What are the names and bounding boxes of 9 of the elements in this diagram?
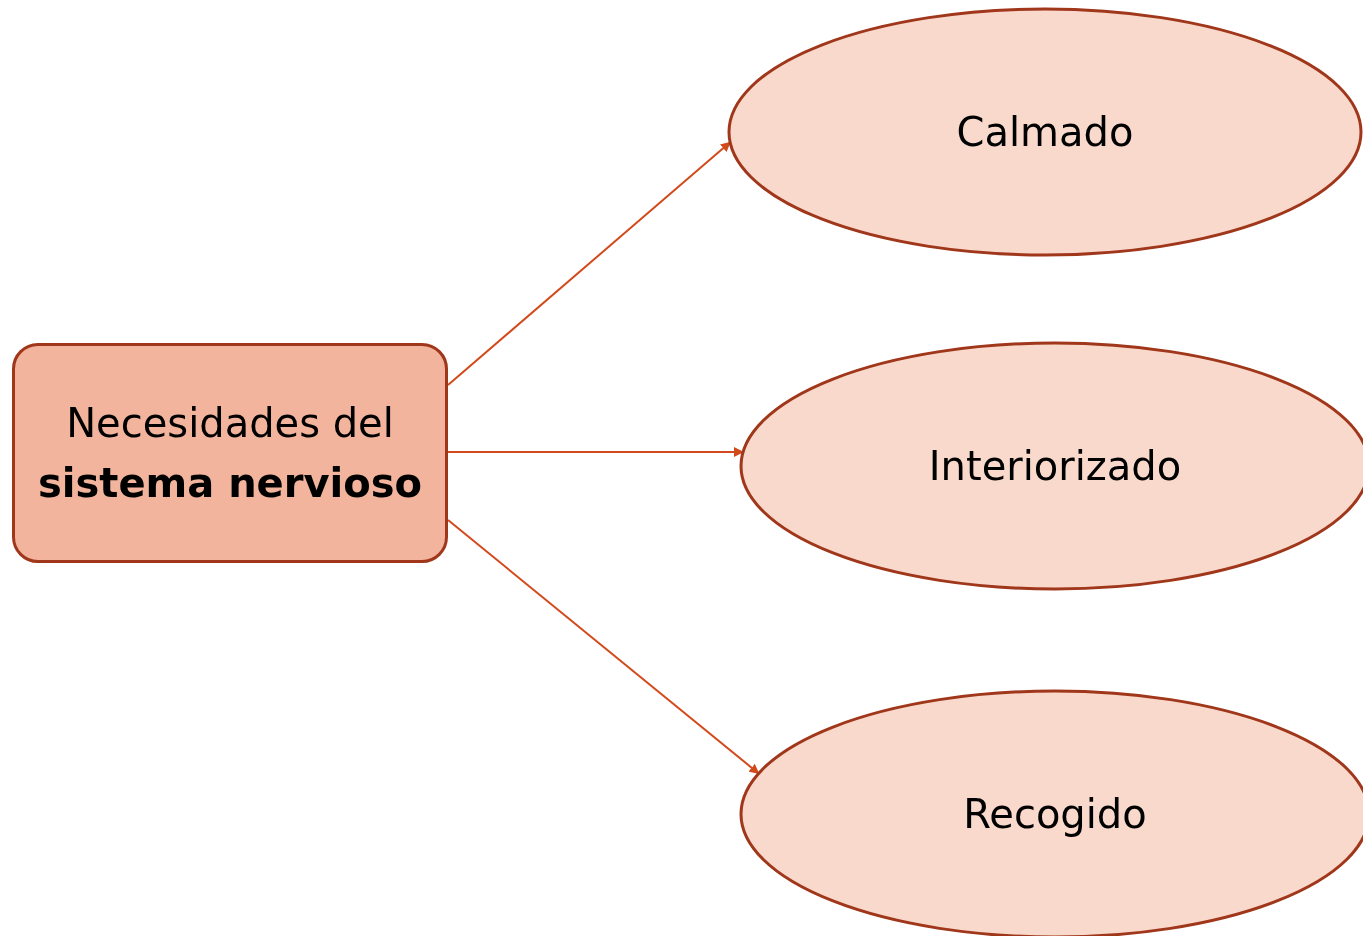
ellipse-node (726, 6, 1363, 258)
node-label: Recogido (963, 791, 1147, 837)
node-label: Interiorizado (928, 443, 1182, 489)
arrow (447, 141, 732, 386)
node-label: Calmado (956, 109, 1134, 155)
process-box (12, 343, 448, 563)
node-label: Necesidades del sistema nervioso (36, 399, 424, 508)
arrow (447, 447, 744, 457)
arrow (447, 519, 760, 775)
